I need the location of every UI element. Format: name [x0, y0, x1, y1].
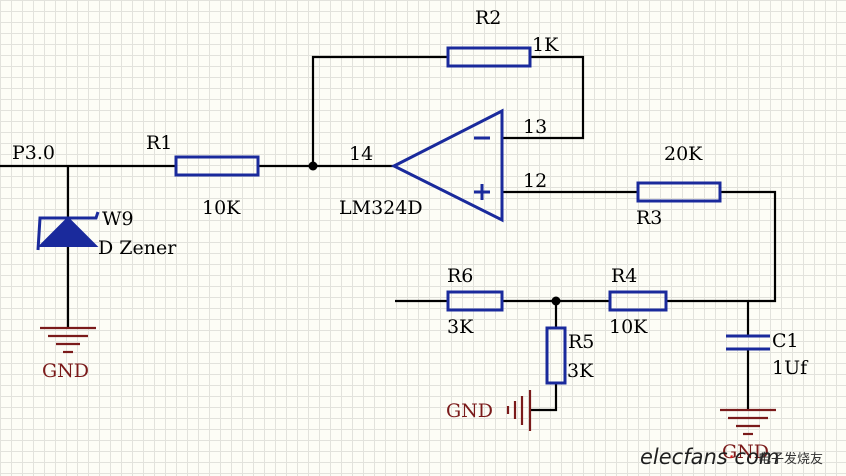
watermark-chinese: 电子发烧友: [758, 451, 823, 467]
wire-feedback-right: [502, 55, 585, 140]
label-w9: W9: [102, 208, 134, 230]
ground-left: [40, 326, 96, 354]
watermark-site: elecfans·com: [640, 445, 779, 469]
resistor-r1: [174, 155, 260, 177]
zener-bar: [36, 211, 100, 251]
net-label-p30: P3.0: [12, 142, 55, 164]
resistor-r4: [608, 290, 668, 312]
zener-triangle: [37, 216, 99, 247]
labels: P3.0 R1 10K W9 D Zener 14 LM324D R2 1K 1…: [12, 7, 809, 463]
junction-dot-r5: [551, 296, 561, 306]
label-r1: R1: [146, 132, 172, 154]
label-r2: R2: [475, 7, 501, 29]
gnd-label-left: GND: [42, 360, 89, 382]
resistor-r2: [446, 46, 532, 68]
opamp-triangle: [390, 108, 504, 223]
label-opamp: LM324D: [339, 197, 423, 219]
zener-diode-w9: [36, 211, 100, 251]
label-r6: R6: [447, 265, 473, 287]
type-w9: D Zener: [98, 237, 177, 259]
pin-label-12: 12: [523, 170, 547, 192]
label-r4: R4: [611, 265, 637, 287]
label-c1: C1: [772, 330, 799, 352]
junction-dot-feedback: [308, 161, 318, 171]
ground-mid: [506, 390, 532, 431]
wire-r3-to-c1: [666, 190, 777, 303]
watermark: elecfans·com 电子发烧友: [640, 445, 823, 469]
value-r5: 3K: [567, 360, 594, 382]
capacitor-c1: [726, 334, 770, 351]
value-c1: 1Uf: [772, 357, 809, 379]
ground-right: [720, 408, 776, 436]
wires: [0, 55, 777, 412]
resistor-r3: [636, 181, 722, 203]
value-r2: 1K: [532, 34, 559, 56]
resistor-r6: [446, 290, 504, 312]
opamp-lm324d: [390, 108, 504, 223]
value-r4: 10K: [609, 316, 648, 338]
gnd-label-mid: GND: [446, 400, 493, 422]
pin-label-14: 14: [349, 143, 373, 165]
resistor-r5: [545, 326, 567, 385]
label-r5: R5: [568, 331, 594, 353]
gnd-label-right: GND: [722, 441, 769, 463]
wire-r5-to-gnd: [531, 383, 558, 412]
pin-label-13: 13: [523, 116, 547, 138]
components: [36, 46, 770, 385]
label-r3: R3: [636, 207, 662, 229]
value-r1: 10K: [202, 197, 241, 219]
value-r3: 20K: [664, 143, 703, 165]
value-r6: 3K: [447, 316, 474, 338]
wire-feedback-left: [311, 55, 448, 166]
